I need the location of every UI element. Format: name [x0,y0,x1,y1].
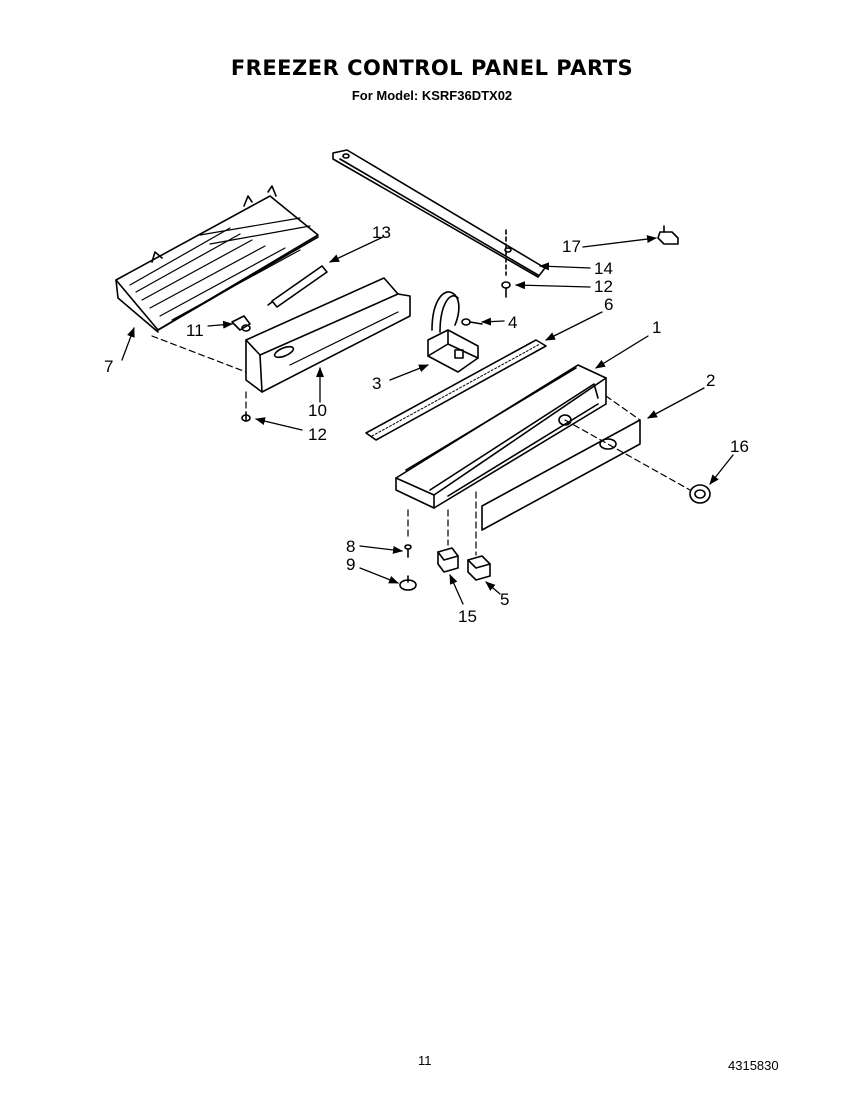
callout-17: 17 [562,237,581,256]
part-5-switch [467,555,491,581]
part-15-switch [437,547,459,573]
callout-2: 2 [706,371,715,390]
callout-10: 10 [308,401,327,420]
callout-7: 7 [104,357,113,376]
part-4-screw [461,318,483,326]
part-12-screw-upper [501,281,511,298]
callout-11: 11 [186,321,204,340]
part-3-thermostat [427,291,479,373]
callout-14: 14 [594,259,613,278]
callout-13: 13 [372,223,391,242]
part-9-washer [399,575,417,591]
callout-3: 3 [372,374,381,393]
part-17-clip [657,225,679,245]
part-6-gasket [365,339,547,441]
callout-labels: 1 2 3 4 5 6 7 8 9 10 11 12 12 13 14 15 1… [104,223,749,626]
part-1-housing [395,364,607,509]
callout-8: 8 [346,537,355,556]
part-11-clamp [231,315,251,332]
part-16-knob [689,484,711,504]
document-number: 4315830 [728,1058,779,1073]
callout-4: 4 [508,313,517,332]
model-subtitle: For Model: KSRF36DTX02 [351,88,513,103]
callout-12-upper: 12 [594,277,613,296]
callout-16: 16 [730,437,749,456]
page-number: 11 [418,1053,432,1068]
part-8-screw [404,544,412,558]
callout-9: 9 [346,555,355,574]
alignment-lines-left [151,335,247,411]
callout-12-lower: 12 [308,425,327,444]
part-2-overlay [481,419,641,531]
part-13-sensor [267,265,328,308]
part-7-duct-cover [115,185,319,333]
alignment-lines-right [407,395,691,556]
callout-15: 15 [458,607,477,626]
part-14-bracket [332,149,546,278]
leader-lines [121,235,734,605]
page-title: FREEZER CONTROL PANEL PARTS [230,56,634,80]
callout-5: 5 [500,590,509,609]
callout-1: 1 [652,318,661,337]
callout-6: 6 [604,295,613,314]
part-10-channel [245,277,411,393]
part-12-screw-lower [241,411,251,422]
